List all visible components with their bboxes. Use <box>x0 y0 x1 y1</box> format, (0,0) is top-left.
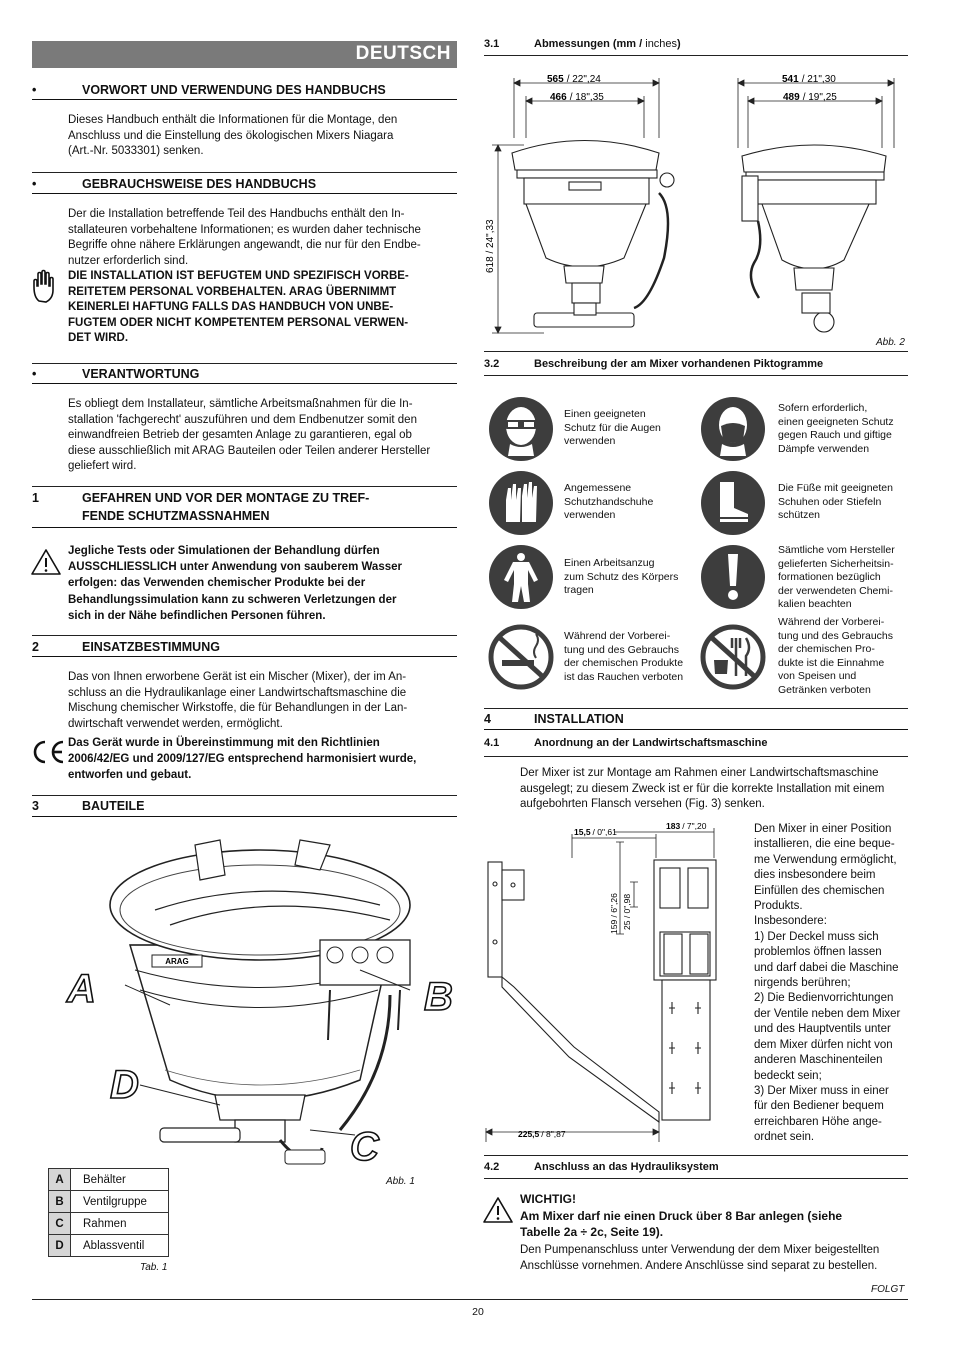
language-label: DEUTSCH <box>355 43 451 64</box>
gloves-icon <box>489 471 553 535</box>
section-3-heading: 3 BAUTEILE <box>32 799 145 813</box>
continued-label: FOLGT <box>871 1284 905 1295</box>
divider <box>484 708 908 709</box>
section-title: GEBRAUCHSWEISE DES HANDBUCHS <box>82 177 317 191</box>
divider <box>32 656 457 657</box>
page-number: 20 <box>472 1306 484 1318</box>
section-verantwortung-heading: • VERANTWORTUNG <box>32 367 200 381</box>
brand-label: ARAG <box>165 957 189 966</box>
flange-drawing: 15,5/ 0",61 183/ 7",20 159 / 6",26 25 / … <box>485 822 717 1142</box>
section-gebrauch-body: Der die Installation betreffende Teil de… <box>68 208 421 267</box>
testing-warning: Jegliche Tests oder Simulationen der Beh… <box>68 545 402 622</box>
dim-left-inner: 466/ 18",35 <box>550 92 604 103</box>
divider <box>484 351 908 352</box>
section-4-heading: 4 INSTALLATION <box>484 712 624 726</box>
language-banner: DEUTSCH <box>32 41 457 68</box>
dim-flange-spacing: 25 / 0",98 <box>622 894 632 930</box>
divider <box>484 756 908 757</box>
section-1-heading: 1 GEFAHREN UND VOR DER MONTAGE ZU TREF-F… <box>32 491 370 523</box>
callout-b: B <box>423 974 453 1020</box>
divider <box>32 172 457 173</box>
dim-right-inner: 489/ 19",25 <box>783 92 837 103</box>
info-icon <box>701 545 765 609</box>
divider <box>484 1178 908 1179</box>
section-gebrauch-heading: • GEBRAUCHSWEISE DES HANDBUCHS <box>32 177 317 191</box>
section-title: GEFAHREN UND VOR DER MONTAGE ZU TREF-FEN… <box>82 491 370 523</box>
pressure-warning: WICHTIG!Am Mixer darf nie einen Druck üb… <box>520 1192 843 1239</box>
divider <box>32 527 457 528</box>
divider <box>32 795 457 796</box>
divider <box>32 635 457 636</box>
section-verantwortung-body: Es obliegt dem Installateur, sämtliche A… <box>68 398 431 472</box>
hand-stop-icon <box>33 269 54 303</box>
divider <box>484 375 908 376</box>
callout-c: C <box>349 1124 379 1170</box>
callout-a: A <box>66 966 96 1012</box>
dimensions-drawing: 565/ 22",24 466/ 18",35 541/ 21",30 489/… <box>485 74 895 334</box>
divider <box>32 193 457 194</box>
divider <box>484 55 908 56</box>
section-3-1-heading: 3.1 Abmessungen (mm / inches) <box>484 38 681 50</box>
divider <box>484 1155 908 1156</box>
divider <box>32 816 457 817</box>
table-1-caption: Tab. 1 <box>140 1262 168 1273</box>
section-4-1-heading: 4.1 Anordnung an der Landwirtschaftsmasc… <box>484 737 768 749</box>
section-title: VORWORT UND VERWENDUNG DES HANDBUCHS <box>82 83 386 97</box>
divider <box>32 486 457 487</box>
warning-triangle-icon <box>31 549 61 575</box>
section-title: INSTALLATION <box>534 712 624 726</box>
section-4-2-heading: 4.2 Anschluss an das Hydrauliksystem <box>484 1161 719 1173</box>
installation-warning: DIE INSTALLATION IST BEFUGTEM UND SPEZIF… <box>68 270 409 344</box>
ce-conformity-text: Das Gerät wurde in Übereinstimmung mit d… <box>68 737 417 781</box>
section-4-1-body: Der Mixer ist zur Montage am Rahmen eine… <box>520 767 885 810</box>
dim-height: 618 / 24",33 <box>485 219 496 273</box>
section-4-2-body: Den Pumpenanschluss unter Verwendung der… <box>520 1244 880 1272</box>
figure-2-caption: Abb. 2 <box>876 337 905 348</box>
dim-flange-length: 225,5/ 8",87 <box>518 1129 566 1139</box>
suit-icon <box>489 545 553 609</box>
section-vorwort-heading: • VORWORT UND VERWENDUNG DES HANDBUCHS <box>32 83 386 97</box>
divider <box>32 363 457 364</box>
ce-mark-icon <box>33 740 64 764</box>
picto-mask-text: Sofern erforderlich,einen geeigneten Sch… <box>778 402 894 455</box>
dim-flange-width: 183/ 7",20 <box>666 822 707 831</box>
warning-triangle-icon <box>483 1197 513 1223</box>
divider <box>484 729 908 730</box>
divider <box>32 99 457 100</box>
picto-no-smoking-text: Während der Vorberei-tung und des Gebrau… <box>564 630 684 683</box>
dim-flange-offset: 15,5/ 0",61 <box>574 827 617 837</box>
section-3-2-heading: 3.2 Beschreibung der am Mixer vorhandene… <box>484 358 824 370</box>
dim-flange-height: 159 / 6",26 <box>609 893 619 934</box>
figure-1-caption: Abb. 1 <box>386 1176 415 1187</box>
section-title: VERANTWORTUNG <box>82 367 200 381</box>
no-smoking-icon <box>488 624 554 690</box>
divider <box>32 383 457 384</box>
dim-left-outer: 565/ 22",24 <box>547 74 601 85</box>
mixer-component-drawing: ARAG <box>109 839 411 1165</box>
no-eating-icon <box>700 624 766 690</box>
section-2-heading: 2 EINSATZBESTIMMUNG <box>32 640 220 654</box>
section-title: EINSATZBESTIMMUNG <box>82 640 220 654</box>
section-title: BAUTEILE <box>82 799 145 813</box>
footer-divider <box>32 1299 908 1300</box>
mask-icon <box>701 397 765 461</box>
section-vorwort-body: Dieses Handbuch enthält die Informatione… <box>68 114 398 157</box>
section-2-body: Das von Ihnen erworbene Gerät ist ein Mi… <box>68 671 408 730</box>
picto-no-eating-text: Während der Vorberei-tung und des Gebrau… <box>778 616 893 696</box>
callout-d: D <box>109 1062 139 1108</box>
dim-right-outer: 541/ 21",30 <box>782 74 836 85</box>
boots-icon <box>701 471 765 535</box>
goggles-icon <box>489 397 553 461</box>
